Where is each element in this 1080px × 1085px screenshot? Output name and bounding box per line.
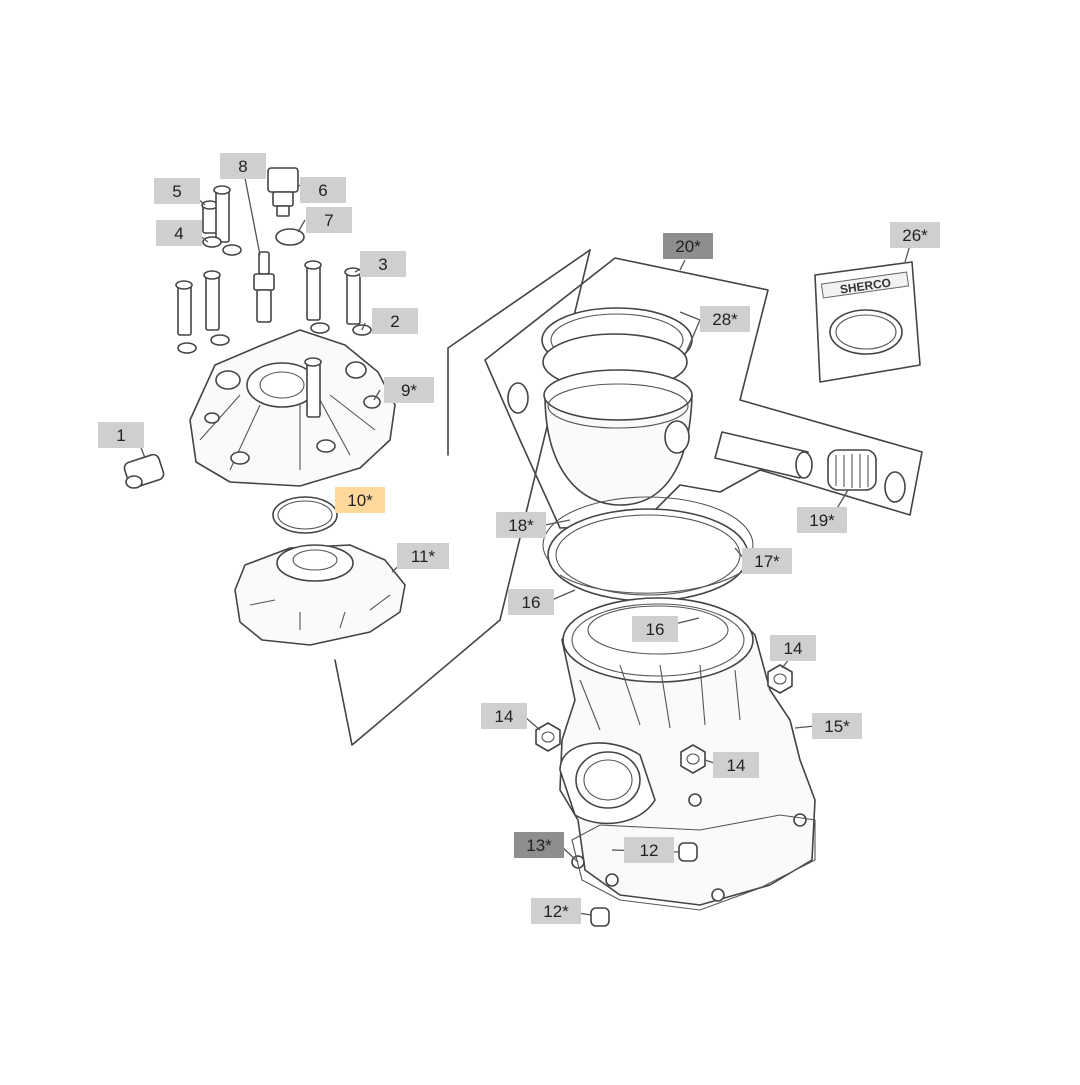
callout-box — [624, 837, 674, 863]
callout-text: 15* — [824, 717, 850, 736]
head-bolts — [175, 185, 372, 418]
callout-text: 11* — [411, 547, 436, 566]
piston-and-rings — [507, 307, 906, 506]
callout-text: 14 — [727, 756, 746, 775]
callout-c14c: 14 — [713, 752, 759, 778]
callout-box — [663, 233, 713, 259]
cylinder-base-gaskets — [542, 496, 754, 602]
callout-box — [397, 543, 449, 569]
callout-box — [514, 832, 564, 858]
callout-text: 10* — [347, 491, 373, 510]
callout-box — [812, 713, 862, 739]
callout-text: 16 — [522, 593, 541, 612]
callout-text: 1 — [116, 426, 125, 445]
callout-text: 13* — [526, 836, 552, 855]
callout-box — [220, 153, 266, 179]
callout-c18: 18* — [496, 512, 546, 538]
callout-text: 17* — [754, 552, 780, 571]
needle-bearing — [827, 449, 877, 491]
callout-c9: 9* — [384, 377, 434, 403]
callout-c13: 13* — [514, 832, 564, 858]
callout-box — [508, 589, 554, 615]
callout-c1: 1 — [98, 422, 144, 448]
callout-c17: 17* — [742, 548, 792, 574]
callout-text: 28* — [712, 310, 738, 329]
callout-box — [481, 703, 527, 729]
callout-c10: 10* — [335, 487, 385, 513]
cylinder-head — [189, 329, 396, 487]
combustion-chamber — [234, 544, 406, 646]
callout-text: 6 — [318, 181, 327, 200]
callout-text: 19* — [809, 511, 835, 530]
water-fitting — [123, 453, 165, 489]
temperature-sensor — [267, 167, 305, 246]
callout-c5: 5 — [154, 178, 200, 204]
callout-box — [713, 752, 759, 778]
callout-box — [496, 512, 546, 538]
callout-text: 7 — [324, 211, 333, 230]
callout-c7: 7 — [306, 207, 352, 233]
callout-box — [700, 306, 750, 332]
callout-box — [797, 507, 847, 533]
callout-box — [742, 548, 792, 574]
callout-text: 8 — [238, 157, 247, 176]
callout-c4: 4 — [156, 220, 202, 246]
top-end-kit-outline — [484, 257, 923, 529]
callout-c8: 8 — [220, 153, 266, 179]
spark-plug — [253, 251, 275, 323]
callout-c14b: 14 — [770, 635, 816, 661]
callout-box — [306, 207, 352, 233]
callout-box — [890, 222, 940, 248]
callout-c3: 3 — [360, 251, 406, 277]
callout-c12a: 12 — [624, 837, 674, 863]
callout-text: 4 — [174, 224, 183, 243]
callout-c16a: 16 — [508, 589, 554, 615]
callout-c2: 2 — [372, 308, 418, 334]
callout-text: 18* — [508, 516, 534, 535]
o-ring — [272, 496, 338, 534]
callout-c28: 28* — [700, 306, 750, 332]
callout-box — [531, 898, 581, 924]
callout-box — [632, 616, 678, 642]
callout-text: 12* — [543, 902, 569, 921]
callout-box — [98, 422, 144, 448]
cylinder-nuts — [535, 664, 793, 774]
callout-box — [335, 487, 385, 513]
callout-text: 14 — [495, 707, 514, 726]
callout-text: 20* — [675, 237, 701, 256]
callout-box — [300, 177, 346, 203]
callout-c6: 6 — [300, 177, 346, 203]
callout-box — [156, 220, 202, 246]
callout-c15: 15* — [812, 713, 862, 739]
callout-box — [360, 251, 406, 277]
callout-box — [770, 635, 816, 661]
callout-text: 16 — [646, 620, 665, 639]
piston-ring-kit-bag: SHERCO — [814, 261, 921, 383]
piston-pin — [714, 431, 813, 479]
callout-text: 3 — [378, 255, 387, 274]
callout-c14a: 14 — [481, 703, 527, 729]
callout-c26: 26* — [890, 222, 940, 248]
callout-text: 5 — [172, 182, 181, 201]
callout-c11: 11* — [397, 543, 449, 569]
callout-c16b: 16 — [632, 616, 678, 642]
callout-box — [384, 377, 434, 403]
callout-box — [154, 178, 200, 204]
dowel-bushings — [590, 842, 698, 927]
callout-c12b: 12* — [531, 898, 581, 924]
callout-text: 26* — [902, 226, 928, 245]
callout-c20: 20* — [663, 233, 713, 259]
base-gasket — [571, 814, 816, 911]
callout-text: 12 — [640, 841, 659, 860]
callout-text: 9* — [401, 381, 417, 400]
callout-text: 2 — [390, 312, 399, 331]
callout-box — [372, 308, 418, 334]
callout-text: 14 — [784, 639, 803, 658]
group-frame-lines — [334, 249, 591, 746]
callout-c19: 19* — [797, 507, 847, 533]
